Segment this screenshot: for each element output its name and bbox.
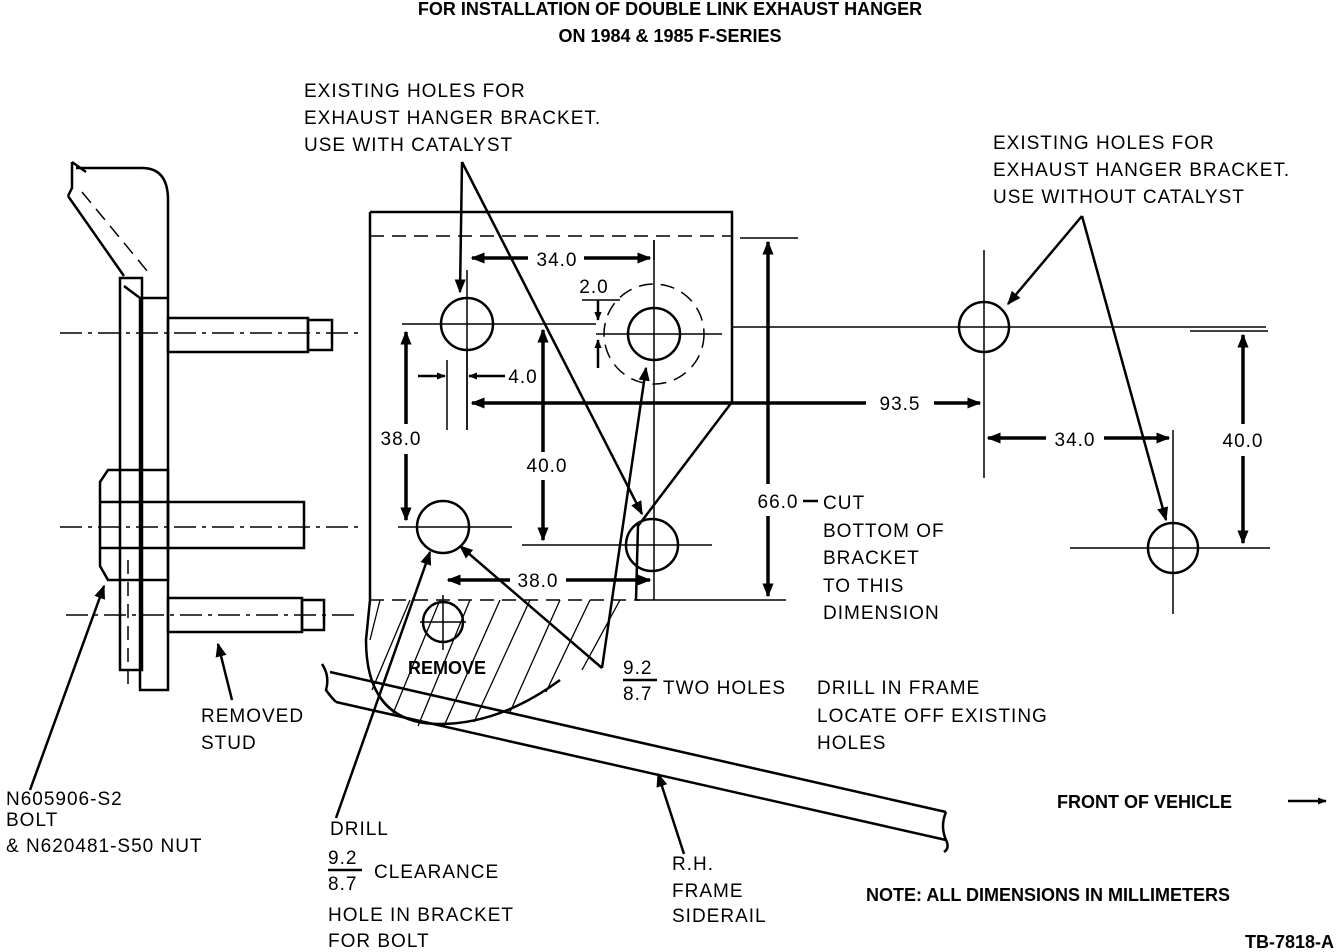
leader-lines — [28, 161, 1327, 855]
callout-with-catalyst-1: EXISTING HOLES FOR — [304, 81, 526, 102]
drill-frame-2: LOCATE OFF EXISTING — [817, 706, 1048, 727]
removed-stud-2: STUD — [201, 733, 257, 754]
removed-stud-1: REMOVED — [201, 706, 304, 727]
remove-label: REMOVE — [408, 658, 486, 678]
dim-right-vertical: 40.0 — [1223, 431, 1264, 452]
dim-left-vertical: 38.0 — [381, 429, 422, 450]
title-line-2: ON 1984 & 1985 F-SERIES — [558, 26, 781, 46]
drill-clearance-3: HOLE IN BRACKET — [328, 905, 514, 926]
cut-note-4: TO THIS — [823, 576, 904, 597]
siderail-label-1: R.H. — [672, 854, 714, 875]
callout-without-catalyst-3: USE WITHOUT CATALYST — [993, 187, 1245, 208]
cut-note-5: DIMENSION — [823, 603, 940, 624]
dimension-lines — [400, 237, 1268, 601]
bolt-label-1: N605906-S2 — [6, 789, 123, 810]
callout-without-catalyst-1: EXISTING HOLES FOR — [993, 133, 1215, 154]
bolt-label-2: BOLT — [6, 810, 58, 831]
drill-clearance-4: FOR BOLT — [328, 931, 430, 952]
two-holes-num: 9.2 — [623, 658, 652, 679]
frame-siderail — [320, 663, 949, 854]
dim-bracket-cut: 66.0 — [758, 492, 799, 513]
siderail-label-3: SIDERAIL — [672, 906, 767, 927]
remove-hatch — [369, 599, 621, 727]
side-view — [60, 160, 360, 692]
drill-clearance-2: CLEARANCE — [374, 862, 499, 883]
front-of-vehicle: FRONT OF VEHICLE — [1057, 792, 1232, 812]
cut-note-1: CUT — [823, 493, 865, 514]
drill-clearance-num: 9.2 — [328, 848, 357, 869]
cut-note-3: BRACKET — [823, 548, 920, 569]
siderail-label-2: FRAME — [672, 881, 744, 902]
callout-with-catalyst-3: USE WITH CATALYST — [304, 135, 513, 156]
dim-right-spacing: 34.0 — [1055, 430, 1096, 451]
dimensions-note: NOTE: ALL DIMENSIONS IN MILLIMETERS — [866, 885, 1230, 905]
two-holes-text: TWO HOLES — [663, 678, 786, 699]
dim-edge-offset: 4.0 — [508, 367, 537, 388]
callout-with-catalyst-2: EXHAUST HANGER BRACKET. — [304, 108, 601, 129]
drill-clearance-1: DRILL — [330, 819, 389, 840]
dim-center-vertical: 40.0 — [527, 456, 568, 477]
drill-frame-1: DRILL IN FRAME — [817, 678, 980, 699]
title-line-1: FOR INSTALLATION OF DOUBLE LINK EXHAUST … — [418, 0, 922, 19]
callout-without-catalyst-2: EXHAUST HANGER BRACKET. — [993, 160, 1290, 181]
dim-frame-offset: 93.5 — [880, 394, 921, 415]
dim-bottom-spacing: 38.0 — [518, 571, 559, 592]
drill-frame-3: HOLES — [817, 733, 886, 754]
drill-clearance-den: 8.7 — [328, 874, 357, 895]
cut-note-2: BOTTOM OF — [823, 521, 945, 542]
bolt-label-3: & N620481-S50 NUT — [6, 836, 203, 857]
dim-top-spacing: 34.0 — [537, 250, 578, 271]
figure-id: TB-7818-A — [1245, 932, 1334, 952]
frame-holes — [732, 250, 1270, 614]
dim-offset-small: 2.0 — [579, 277, 608, 298]
two-holes-den: 8.7 — [623, 684, 652, 705]
hanger-bracket — [364, 210, 734, 727]
